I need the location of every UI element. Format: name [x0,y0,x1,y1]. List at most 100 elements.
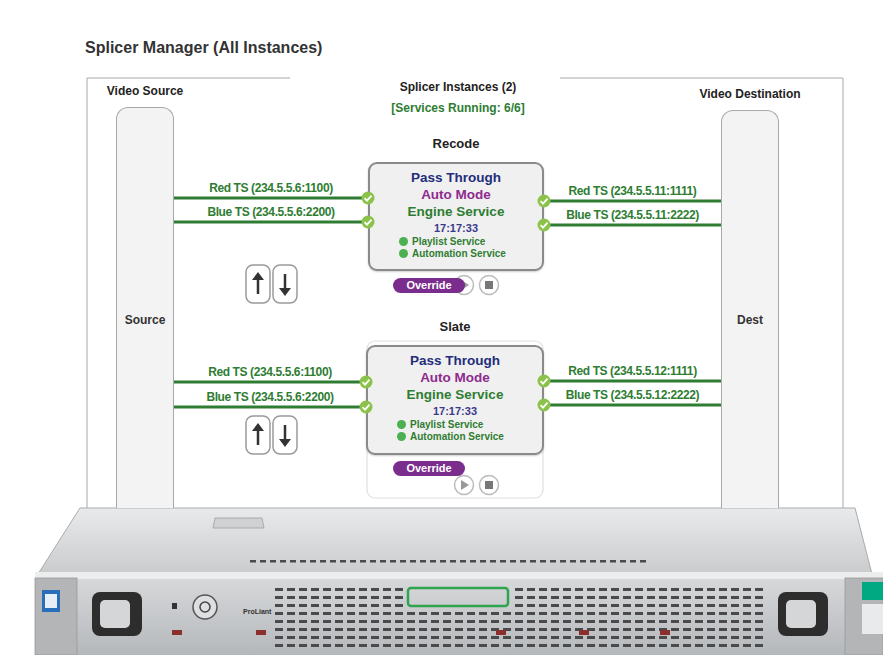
status-check [538,219,551,232]
vent-slot [335,628,343,631]
vent-slot [410,560,416,563]
mode-text: Pass Through [368,352,542,369]
service-status: Automation Service [412,248,506,259]
vent-slot [671,620,679,623]
vent-slot [580,560,586,563]
status-check [365,220,372,225]
vent-slot [683,596,691,599]
vent-slot [731,628,739,631]
vent-slot [515,612,523,615]
server-illustration [250,560,763,647]
status-dot [397,432,406,441]
server-illustration [92,592,142,636]
vent-slot [480,560,486,563]
vent-slot [467,628,475,631]
server-illustration [200,602,210,612]
vent-slot [287,596,295,599]
vent-slot [515,620,523,623]
vent-slot [647,620,655,623]
reorder-buttons [273,416,297,454]
vent-slot [395,612,403,615]
column-heading: Video Source [107,84,183,98]
reorder-buttons [246,265,270,303]
vent-slot [491,644,499,647]
server-illustration [408,588,508,606]
vent-slot [695,604,703,607]
reorder-buttons [284,425,287,441]
vent-slot [467,636,475,639]
vent-slot [383,604,391,607]
vent-slot [611,588,619,591]
transport-stream-line [544,225,721,226]
frame-line [842,78,844,508]
vent-slot [275,604,283,607]
service-row: Playlist Service [368,419,542,431]
vent-slot [383,588,391,591]
vent-slot [683,628,691,631]
vent-slot [407,636,415,639]
vent-slot [575,596,583,599]
vent-slot [587,636,595,639]
vent-slot [390,560,396,563]
status-dot [399,249,408,258]
vent-slot [551,612,559,615]
play-stop-buttons [455,476,474,495]
server-illustration [845,578,883,655]
stream-label: Red TS (234.5.5.12:1111) [568,364,697,378]
vent-slot [383,596,391,599]
vent-slot [371,612,379,615]
vent-slot [551,588,559,591]
vent-slot [371,644,379,647]
reorder-buttons [252,272,264,280]
vent-slot [323,604,331,607]
vent-slot [323,636,331,639]
vent-slot [719,644,727,647]
panel-heading: Splicer Instances (2) [400,80,517,94]
vent-slot [335,596,343,599]
transport-stream-line [174,381,366,384]
vent-slot [431,644,439,647]
vent-slot [587,604,595,607]
vent-slot [599,644,607,647]
vent-slot [420,560,426,563]
vent-slot [340,560,346,563]
vent-slot [575,644,583,647]
vent-slot [551,604,559,607]
vent-slot [311,628,319,631]
vent-slot [275,628,283,631]
status-check [537,194,551,208]
server-illustration [579,630,589,635]
vent-slot [640,560,646,563]
vent-slot [347,596,355,599]
vent-slot [330,560,336,563]
vent-slot [755,588,763,591]
status-check [360,401,373,414]
server-illustration [256,630,266,635]
vent-slot [347,604,355,607]
vent-slot [335,612,343,615]
play-stop-buttons [480,276,499,295]
transport-stream-line [544,380,721,383]
vent-slot [311,588,319,591]
vent-slot [275,636,283,639]
vent-slot [467,620,475,623]
instance-body: Pass ThroughAuto ModeEngine Service17:17… [370,164,542,260]
stream-label: Red TS (234.5.5.11:1111) [569,184,697,198]
vent-slot [323,644,331,647]
status-check [363,405,370,410]
instance-frame [367,341,543,498]
mode-text: Pass Through [370,169,542,186]
vent-slot [395,644,403,647]
vent-slot [395,628,403,631]
stream-label: Red TS (234.5.5.6:1100) [208,365,332,379]
play-stop-buttons [480,476,499,495]
vent-slot [359,620,367,623]
vent-slot [311,636,319,639]
vent-slot [560,560,566,563]
vent-slot [383,620,391,623]
vent-slot [575,604,583,607]
vent-slot [371,588,379,591]
vent-slot [599,604,607,607]
vent-slot [695,636,703,639]
vent-slot [743,628,751,631]
